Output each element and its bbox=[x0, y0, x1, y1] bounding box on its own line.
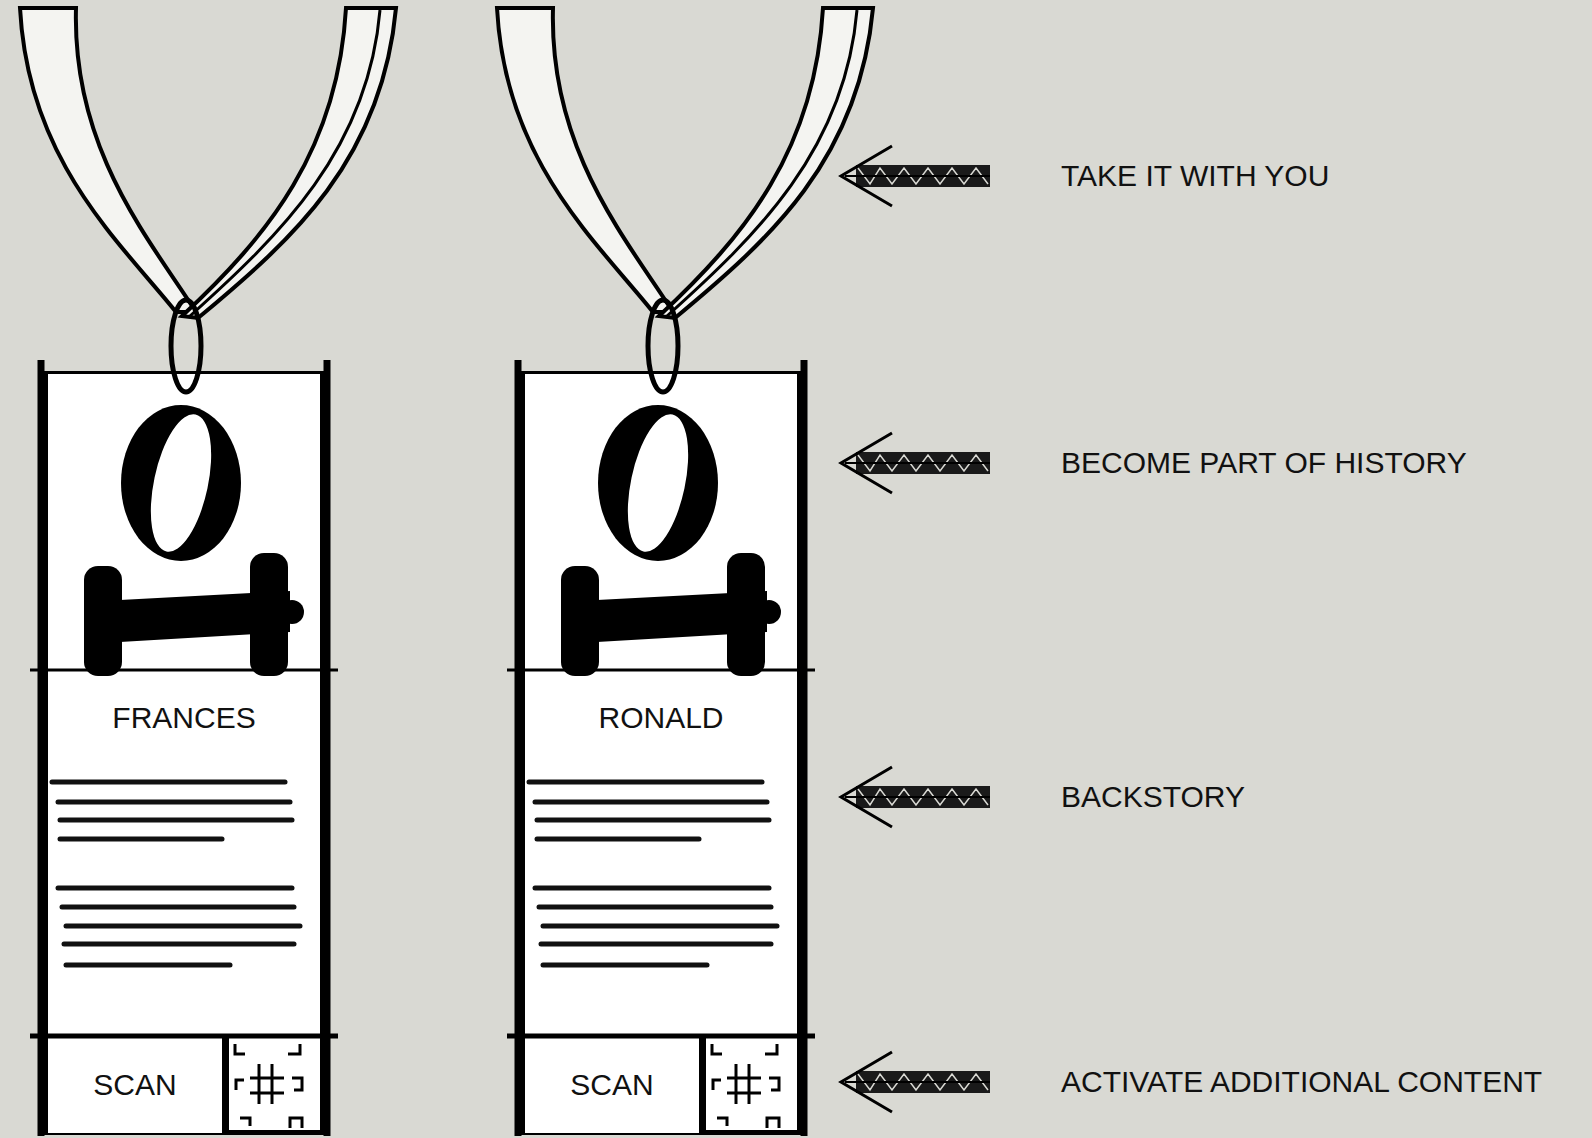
lanyard-tag: RONALD SCAN bbox=[518, 371, 804, 1135]
callout-label: TAKE IT WITH YOU bbox=[1061, 158, 1329, 194]
scan-label: SCAN bbox=[570, 1068, 653, 1102]
lanyard-tag: FRANCES SCAN bbox=[41, 371, 327, 1135]
callout-label: BECOME PART OF HISTORY bbox=[1061, 445, 1467, 481]
callout-label: ACTIVATE ADDITIONAL CONTENT bbox=[1061, 1064, 1542, 1100]
tag-artwork bbox=[20, 8, 396, 1136]
callout-arrow bbox=[841, 146, 990, 206]
callout-arrow bbox=[841, 767, 990, 827]
callout-arrow bbox=[841, 433, 990, 493]
person-name: FRANCES bbox=[48, 701, 320, 735]
scan-cell: SCAN bbox=[48, 1036, 229, 1133]
scan-label: SCAN bbox=[93, 1068, 176, 1102]
callout-arrow bbox=[841, 1052, 990, 1112]
tag-artwork bbox=[497, 8, 873, 1136]
callout-label: BACKSTORY bbox=[1061, 779, 1245, 815]
scan-cell: SCAN bbox=[525, 1036, 706, 1133]
person-name: RONALD bbox=[525, 701, 797, 735]
